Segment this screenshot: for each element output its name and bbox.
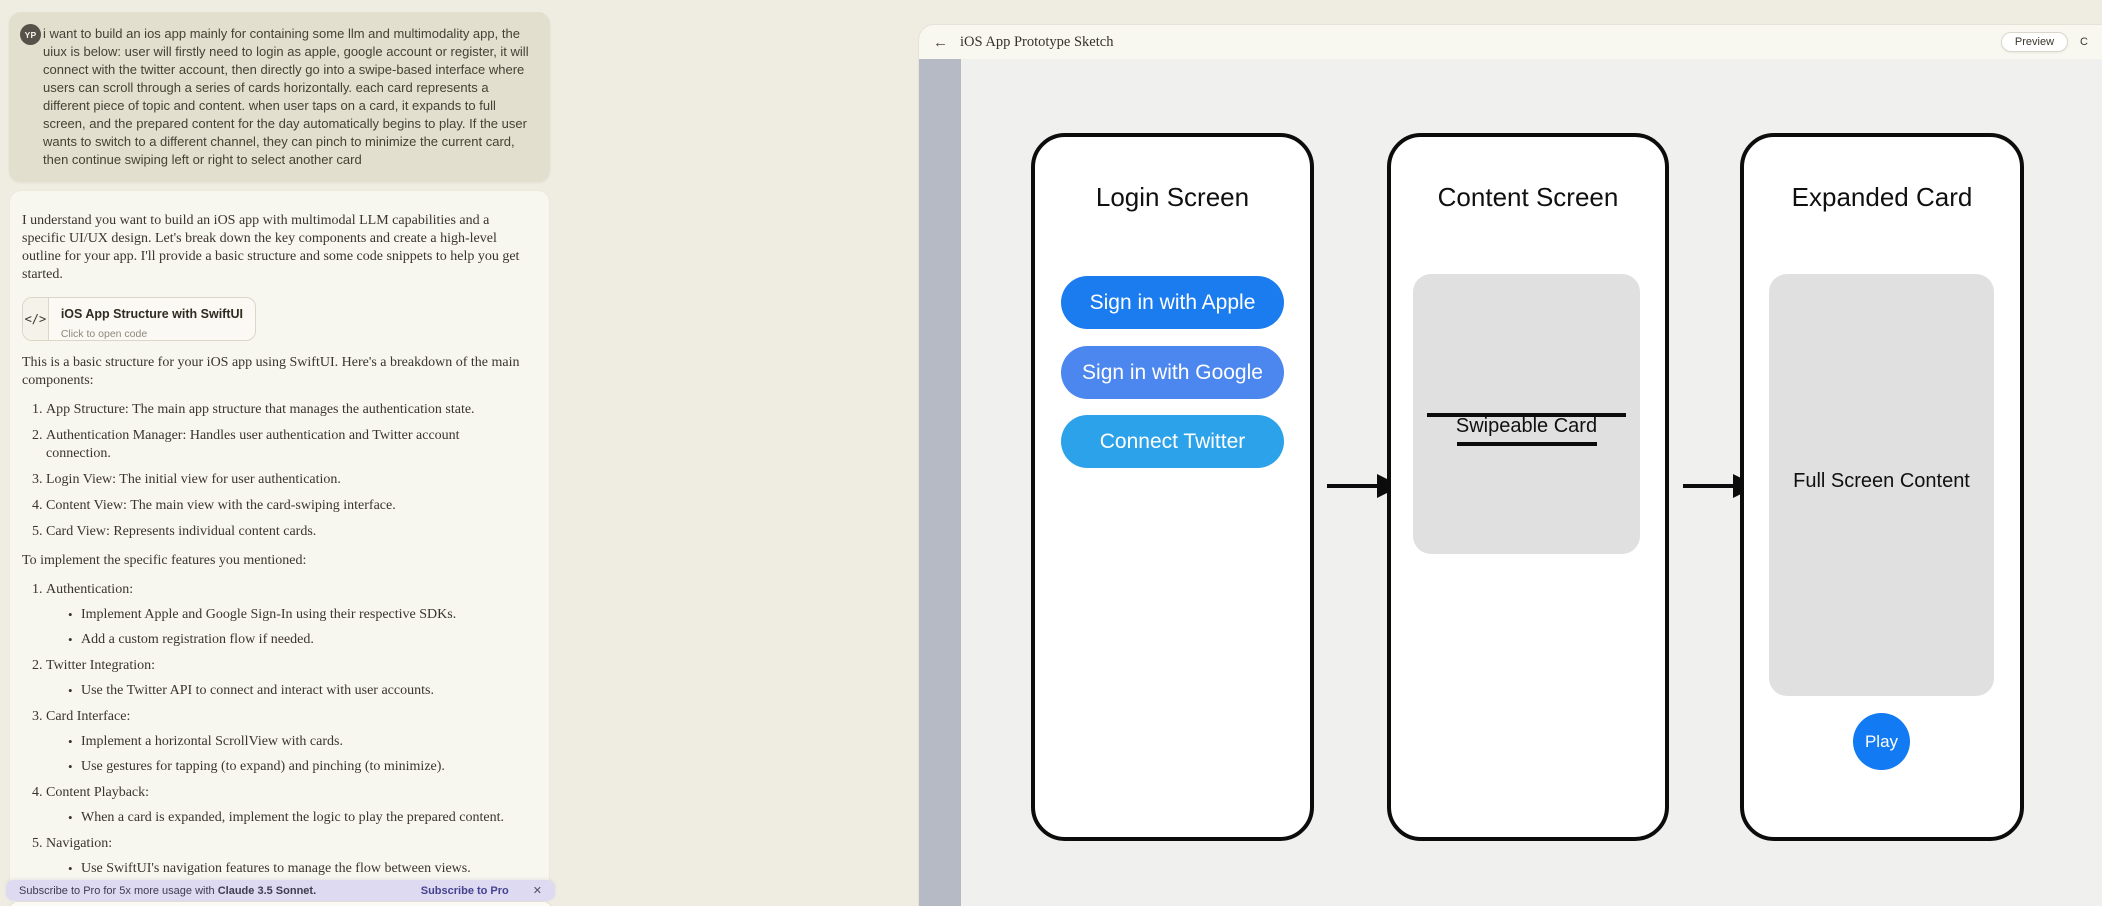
list-item: Authentication: Implement Apple and Goog… [46,581,523,649]
list-item: Card View: Represents individual content… [46,523,523,541]
list-item: When a card is expanded, implement the l… [68,809,523,827]
list-item: Implement Apple and Google Sign-In using… [68,606,523,624]
list-item: Add a custom registration flow if needed… [68,631,523,649]
list-item: Use gestures for tapping (to expand) and… [68,758,523,776]
artifact-panel-header: ← iOS App Prototype Sketch Preview C [919,25,2102,59]
artifact-panel: ← iOS App Prototype Sketch Preview C Log… [918,24,2102,906]
phone-frame-content: Content Screen Swipeable Card [1387,133,1669,841]
panel-left-gutter [919,59,961,906]
user-avatar: YP [20,24,41,45]
chat-pane: YP i want to build an ios app mainly for… [0,0,918,906]
components-list: App Structure: The main app structure th… [22,401,523,541]
artifact-meta: iOS App Structure with SwiftUI Click to … [49,298,255,340]
user-message-text: i want to build an ios app mainly for co… [43,26,529,167]
list-item: Implement a horizontal ScrollView with c… [68,733,523,751]
user-message-bubble: YP i want to build an ios app mainly for… [9,12,550,182]
sign-in-with-google-button[interactable]: Sign in with Google [1061,346,1284,399]
list-item: Content Playback: When a card is expande… [46,784,523,827]
list-item: Authentication Manager: Handles user aut… [46,427,523,463]
assistant-breakdown-intro: This is a basic structure for your iOS a… [22,355,520,388]
phone-frame-expanded: Expanded Card Full Screen Content Play [1740,133,2024,841]
list-item: Use the Twitter API to connect and inter… [68,682,523,700]
back-arrow-icon[interactable]: ← [933,33,948,51]
artifact-chip-button[interactable]: </> iOS App Structure with SwiftUI Click… [22,297,256,341]
swipeable-card-label: Swipeable Card [1455,415,1598,437]
subscribe-to-pro-link[interactable]: Subscribe to Pro [420,884,509,897]
full-screen-content-card: Full Screen Content [1769,274,1994,696]
expanded-card-title: Expanded Card [1791,182,1973,212]
artifact-title: iOS App Structure with SwiftUI [60,307,243,321]
swipeable-card[interactable]: Swipeable Card [1413,274,1640,554]
full-screen-content-label: Full Screen Content [1793,470,1970,492]
subscribe-pro-banner: Subscribe to Pro for 5x more usage with … [6,880,555,901]
phone-frame-login: Login Screen Sign in with Apple Sign in … [1031,133,1314,841]
tab-code-partial[interactable]: C [2080,36,2088,48]
list-item: Use SwiftUI's navigation features to man… [68,860,523,878]
artifact-panel-title: iOS App Prototype Sketch [960,33,1114,50]
artifact-icon-cell: </> [23,298,49,340]
card-divider-line [1427,413,1626,417]
list-item: Content View: The main view with the car… [46,497,523,515]
assistant-message-card: I understand you want to build an iOS ap… [9,190,550,906]
sign-in-with-apple-button[interactable]: Sign in with Apple [1061,276,1284,329]
prototype-canvas: Login Screen Sign in with Apple Sign in … [961,59,2102,906]
card-divider-line [1457,442,1597,446]
connect-twitter-button[interactable]: Connect Twitter [1061,415,1284,468]
list-item: Login View: The initial view for user au… [46,471,523,489]
artifact-panel-body: Login Screen Sign in with Apple Sign in … [919,59,2102,906]
code-icon: </> [24,312,47,326]
assistant-features-intro: To implement the specific features you m… [22,553,307,568]
login-screen-title: Login Screen [1095,182,1250,212]
banner-text: Subscribe to Pro for 5x more usage with … [19,884,317,897]
list-item: Navigation: Use SwiftUI's navigation fea… [46,835,523,878]
assistant-intro-paragraph: I understand you want to build an iOS ap… [22,213,520,282]
banner-close-icon[interactable]: ✕ [532,885,542,897]
chat-input-top-edge[interactable] [8,901,553,906]
tab-preview[interactable]: Preview [2000,32,2069,52]
list-item: Twitter Integration: Use the Twitter API… [46,657,523,700]
list-item: Card Interface: Implement a horizontal S… [46,708,523,776]
features-list: Authentication: Implement Apple and Goog… [22,581,523,878]
play-button[interactable]: Play [1853,713,1910,770]
content-screen-title: Content Screen [1437,182,1619,212]
list-item: App Structure: The main app structure th… [46,401,523,419]
artifact-subtitle: Click to open code [60,328,148,340]
